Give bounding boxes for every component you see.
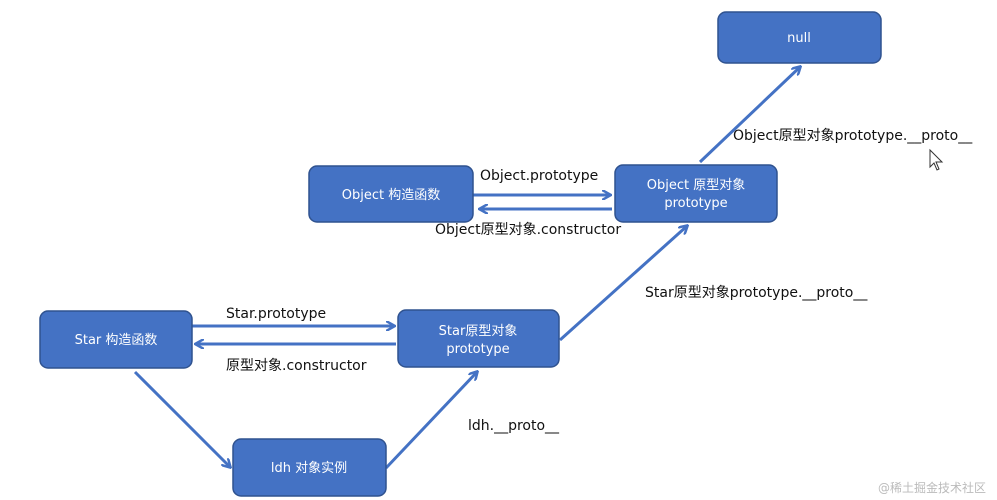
node-label: null <box>787 31 811 46</box>
label-star-constructor: 原型对象.constructor <box>226 358 367 374</box>
node-label: prototype <box>446 342 509 357</box>
arrow-star-ctor-to-ldh <box>133 370 230 467</box>
node-star-prototype: Star原型对象 prototype <box>397 309 560 368</box>
label-ldh-proto: ldh.__proto__ <box>468 418 560 434</box>
node-object-constructor: Object 构造函数 <box>308 165 474 223</box>
arrow-star-proto-to-object-proto <box>558 226 687 342</box>
node-star-constructor: Star 构造函数 <box>39 310 193 369</box>
node-object-prototype: Object 原型对象 prototype <box>614 164 778 223</box>
node-label: Object 构造函数 <box>342 188 440 203</box>
arrow-ldh-to-star-proto <box>384 372 477 470</box>
node-label: prototype <box>664 196 727 211</box>
label-star-prototype: Star.prototype <box>226 306 326 322</box>
node-ldh-instance: ldh 对象实例 <box>232 438 387 497</box>
node-label: Object 原型对象 <box>647 178 745 193</box>
label-star-proto-proto: Star原型对象prototype.__proto__ <box>645 285 868 301</box>
node-label: Star原型对象 <box>439 324 518 339</box>
mouse-cursor-icon <box>929 148 944 171</box>
node-label: Star 构造函数 <box>75 333 158 348</box>
node-null: null <box>717 11 882 64</box>
arrow-object-proto-to-null <box>698 67 800 164</box>
watermark: @稀土掘金技术社区 <box>878 480 986 495</box>
label-object-proto-proto: Object原型对象prototype.__proto__ <box>733 128 973 144</box>
label-object-prototype: Object.prototype <box>480 168 598 184</box>
label-object-constructor: Object原型对象.constructor <box>435 222 621 238</box>
node-label: ldh 对象实例 <box>271 461 347 476</box>
